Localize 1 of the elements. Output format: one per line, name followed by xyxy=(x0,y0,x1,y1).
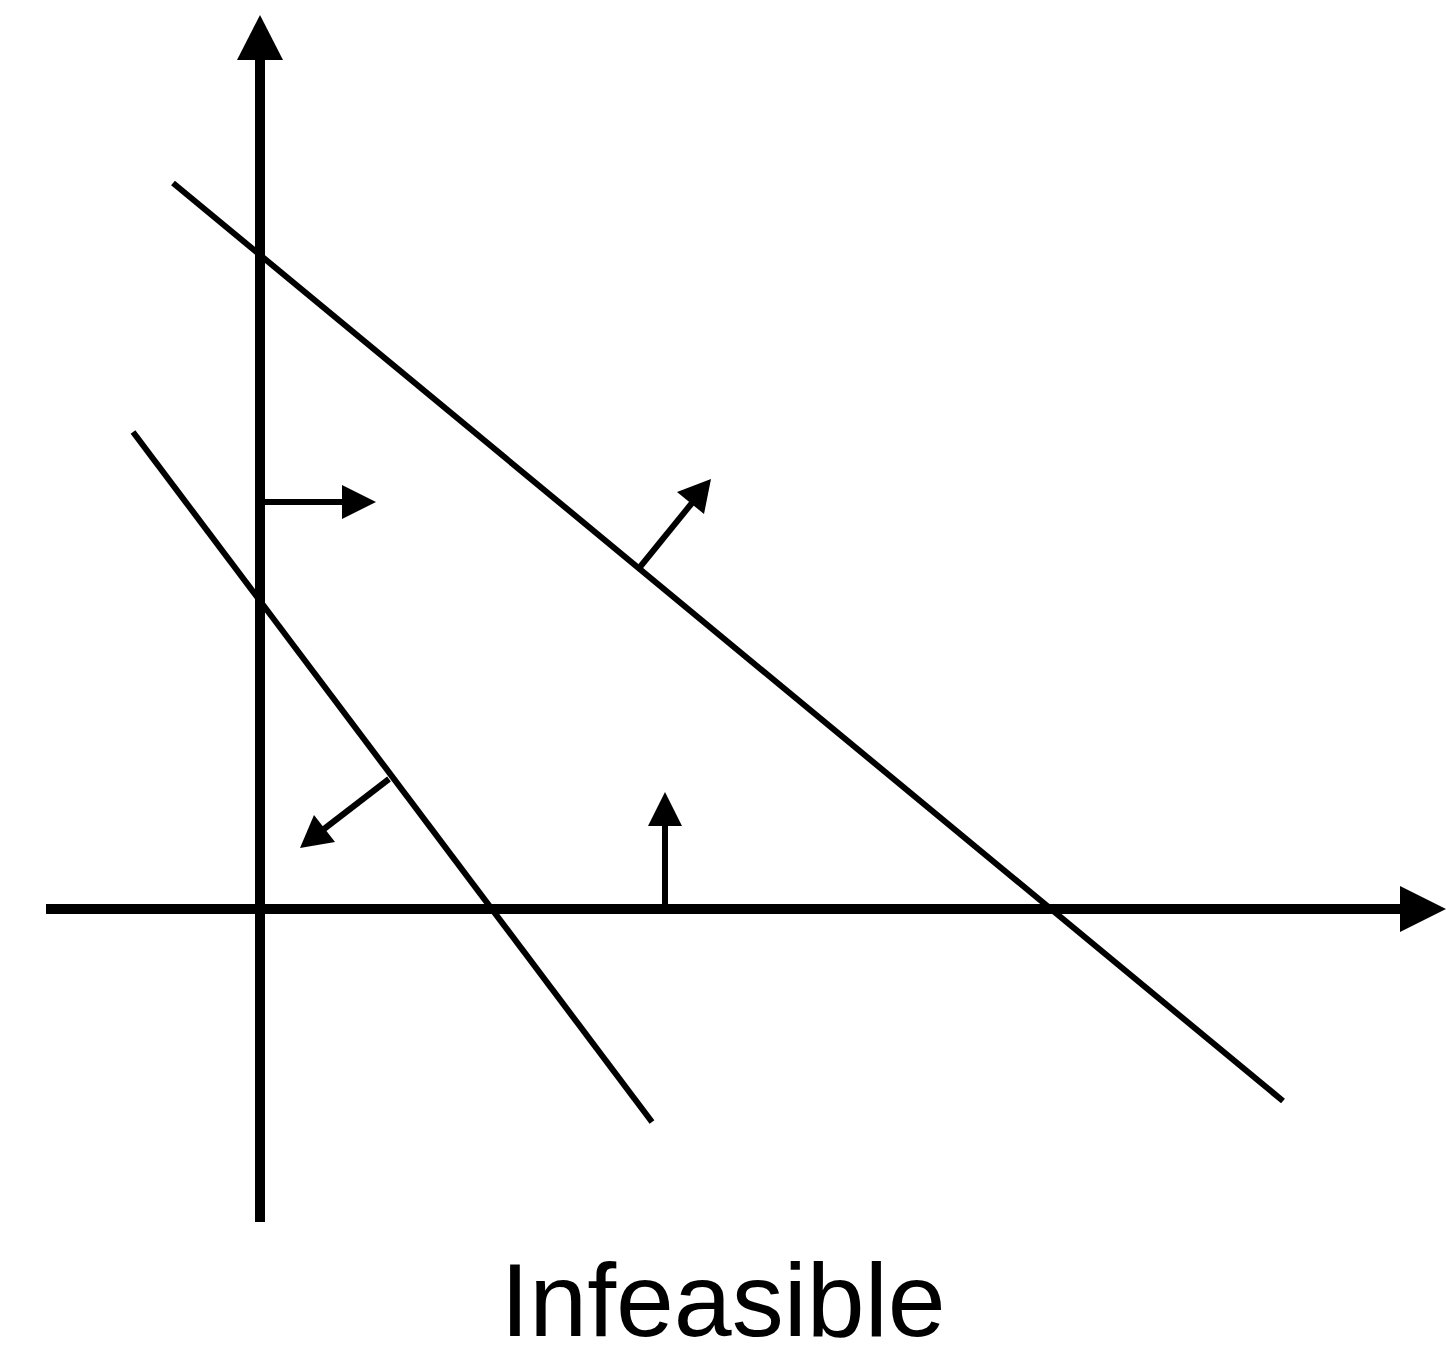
caption-text: Infeasible xyxy=(500,1242,946,1349)
